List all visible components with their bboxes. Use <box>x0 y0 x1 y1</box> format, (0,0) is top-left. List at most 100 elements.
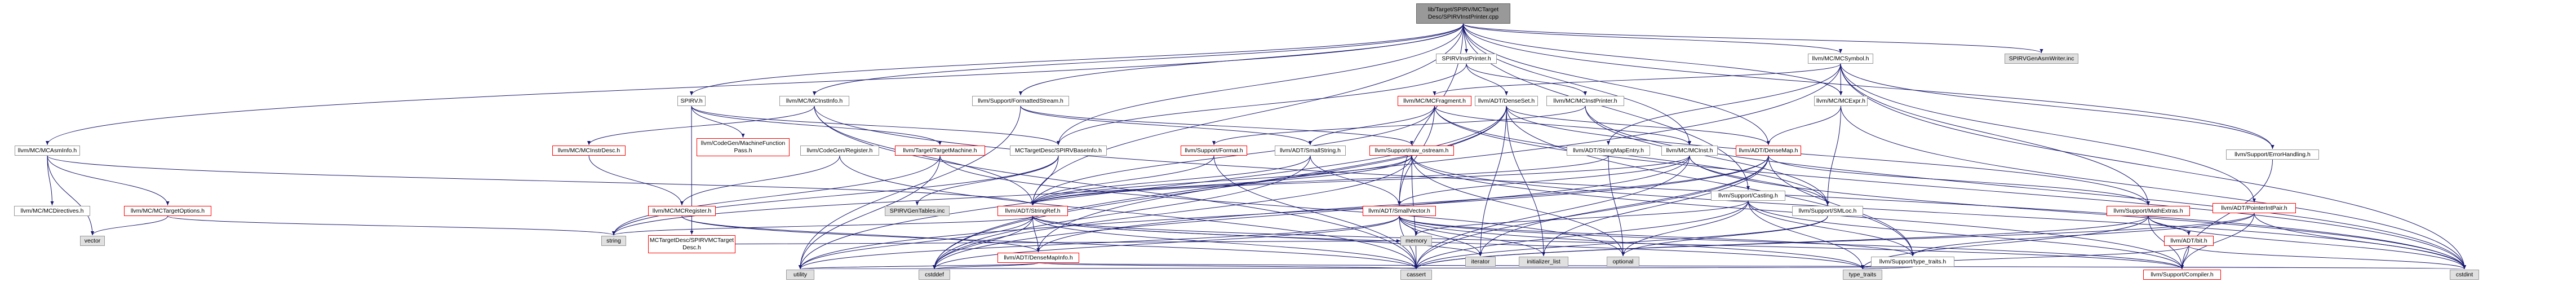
edge-root-to-casting-h <box>1463 23 1750 191</box>
node-denseset-h[interactable]: llvm/ADT/DenseSet.h <box>1475 96 1538 106</box>
edge-raw-ostream-h-to-cstdint <box>1411 155 2466 270</box>
node-format-h[interactable]: llvm/Support/Format.h <box>1181 146 1247 156</box>
node-mcsymbol-h[interactable]: llvm/MC/MCSymbol.h <box>1808 54 1873 64</box>
edge-stringmapentry-h-to-optional <box>1608 155 1625 257</box>
edge-mcasminfo-h-to-mcdirectives-h <box>47 155 54 206</box>
node-cassert[interactable]: cassert <box>1400 270 1432 280</box>
node-mcdirectives-h[interactable]: llvm/MC/MCDirectives.h <box>14 206 90 216</box>
edge-mcinstprinter-h-to-cstdint <box>1585 105 2466 270</box>
edge-mathextras-h-to-bit-h <box>2148 215 2191 236</box>
edge-densemapinfo-h-to-utility <box>799 262 1039 270</box>
node-codegenpass-h[interactable]: llvm/CodeGen/MachineFunction Pass.h <box>697 138 790 156</box>
edge-mcinstinfo-h-to-stringref-h <box>814 105 1035 206</box>
node-mathextras-h[interactable]: llvm/Support/MathExtras.h <box>2107 206 2190 216</box>
node-raw-ostream-h[interactable]: llvm/Support/raw_ostream.h <box>1369 146 1454 156</box>
node-cstdint[interactable]: cstdint <box>2450 270 2479 280</box>
edge-mcsymbol-h-to-stringmapentry-h <box>1607 63 1841 146</box>
edge-denseset-h-to-typetraits-h <box>1506 105 1914 257</box>
node-asmwriter-inc[interactable]: SPIRVGenAsmWriter.inc <box>2005 54 2078 64</box>
edge-fmtstream-h-to-utility <box>799 105 1021 270</box>
node-smallstring-h[interactable]: llvm/ADT/SmallString.h <box>1275 146 1346 156</box>
edge-densemap-h-to-initializer-list <box>1542 155 1769 257</box>
node-fmtstream-h[interactable]: llvm/Support/FormattedStream.h <box>972 96 1069 106</box>
edge-mcexpr-h-to-smloc-h <box>1826 105 1841 206</box>
node-instprinter-h[interactable]: SPIRVInstPrinter.h <box>1436 54 1497 64</box>
edge-denseset-h-to-initializer-list <box>1506 105 1545 257</box>
node-pointerintpair-h[interactable]: llvm/ADT/PointerIntPair.h <box>2213 203 2296 213</box>
node-string[interactable]: string <box>601 236 626 246</box>
edge-bit-h-to-cstdint <box>2188 245 2466 270</box>
node-mcinstrdesc-h[interactable]: llvm/MC/MCInstrDesc.h <box>552 146 626 156</box>
node-densemap-h[interactable]: llvm/ADT/DenseMap.h <box>1736 146 1801 156</box>
node-root[interactable]: lib/Target/SPIRV/MCTarget Desc/SPIRVInst… <box>1416 3 1510 24</box>
edge-codegenregister-h-to-mcregister-h <box>680 155 840 206</box>
node-memory[interactable]: memory <box>1400 236 1432 246</box>
edge-densemapinfo-h-to-cassert <box>1038 262 1418 270</box>
edge-basemcinfo-h-to-gentables-inc <box>915 155 1059 206</box>
edge-mcsymbol-h-to-cstddef <box>933 63 1841 270</box>
node-iterator[interactable]: iterator <box>1465 257 1496 267</box>
node-utility[interactable]: utility <box>786 270 814 280</box>
node-gentables-inc[interactable]: SPIRVGenTables.inc <box>885 206 950 216</box>
node-mcinstprinter-h[interactable]: llvm/MC/MCInstPrinter.h <box>1546 96 1624 106</box>
edge-mcexpr-h-to-densemap-h <box>1767 105 1841 146</box>
node-bit-h[interactable]: llvm/ADT/bit.h <box>2164 236 2214 246</box>
node-smloc-h[interactable]: llvm/Support/SMLoc.h <box>1792 206 1863 216</box>
edge-typetraits-h-to-utility <box>800 265 1913 270</box>
edge-denseset-h-to-densemapinfo-h <box>1036 105 1507 253</box>
node-stringref-h[interactable]: llvm/ADT/StringRef.h <box>997 206 1068 216</box>
node-cstddef[interactable]: cstddef <box>919 270 950 280</box>
edge-mcinst-h-to-smallvector-h <box>1398 155 1690 206</box>
node-mcregister-h[interactable]: llvm/MC/MCRegister.h <box>648 206 716 216</box>
edge-stringref-h-to-densemapinfo-h <box>1032 215 1040 253</box>
edge-raw-ostream-h-to-string <box>612 155 1412 236</box>
node-errorhandling-h[interactable]: llvm/Support/ErrorHandling.h <box>2226 149 2319 160</box>
node-compiler-h[interactable]: llvm/Support/Compiler.h <box>2143 270 2221 280</box>
node-mctargetoptions-h[interactable]: llvm/MC/MCTargetOptions.h <box>124 206 211 216</box>
node-initializer-list[interactable]: initializer_list <box>1519 257 1568 267</box>
node-typetraits-h[interactable]: llvm/Support/type_traits.h <box>1871 257 1954 267</box>
edge-mctargetoptions-h-to-vector <box>91 215 168 236</box>
edge-denseset-h-to-densemap-h <box>1506 105 1770 146</box>
edge-errorhandling-h-to-compiler-h <box>2180 159 2273 270</box>
edge-mcfragment-h-to-smallstring-h <box>1309 105 1435 146</box>
edge-spirv-h-to-codegenpass-h <box>691 105 745 138</box>
edge-mcinst-h-to-stringref-h <box>1031 155 1690 206</box>
node-codegenregister-h[interactable]: llvm/CodeGen/Register.h <box>800 146 879 156</box>
edge-densemap-h-to-iterator <box>1479 155 1769 257</box>
node-mcasminfo-h[interactable]: llvm/MC/MCAsmInfo.h <box>15 146 80 156</box>
edge-pointerintpair-h-to-typetraits-h <box>1911 213 2255 257</box>
edge-root-to-mcsymbol-h <box>1463 23 1842 54</box>
node-casting-h[interactable]: llvm/Support/Casting.h <box>1711 191 1785 201</box>
node-type-traits[interactable]: type_traits <box>1843 270 1882 280</box>
node-basemcinfo-h[interactable]: MCTargetDesc/SPIRVBaseInfo.h <box>1010 146 1107 156</box>
edge-root-to-smallvector-h <box>1398 23 1464 206</box>
node-densemapinfo-h[interactable]: llvm/ADT/DenseMapInfo.h <box>997 253 1079 263</box>
edge-root-to-basemcinfo-h <box>1057 23 1464 146</box>
node-targetmachine-h[interactable]: llvm/Target/TargetMachine.h <box>895 146 985 156</box>
edge-mcinstrdesc-h-to-mcregister-h <box>588 155 684 206</box>
edge-root-to-instprinter-h <box>1463 23 1468 54</box>
edge-fmtstream-h-to-raw-ostream-h <box>1020 105 1413 146</box>
node-mcinstinfo-h[interactable]: llvm/MC/MCInstInfo.h <box>779 96 849 106</box>
node-mcinst-h[interactable]: llvm/MC/MCInst.h <box>1661 146 1718 156</box>
edge-densemapinfo-h-to-cstdint <box>1038 262 2465 270</box>
edge-stringref-h-to-type-traits <box>1032 215 1864 270</box>
edge-smallstring-h-to-stringref-h <box>1031 155 1311 206</box>
edge-root-to-stringref-h <box>1031 23 1464 206</box>
node-smallvector-h[interactable]: llvm/ADT/SmallVector.h <box>1363 206 1436 216</box>
node-spirv-h[interactable]: SPIRV.h <box>677 96 706 106</box>
node-mcexpr-h[interactable]: llvm/MC/MCExpr.h <box>1814 96 1868 106</box>
node-stringmapentry-h[interactable]: llvm/ADT/StringMapEntry.h <box>1567 146 1650 156</box>
node-optional[interactable]: optional <box>1607 257 1639 267</box>
edge-casting-h-to-memory <box>1415 200 1749 236</box>
edge-stringref-h-to-cassert <box>1032 215 1418 270</box>
edge-stringmapentry-h-to-stringref-h <box>1031 155 1609 206</box>
node-spirvmctargetdesc-h[interactable]: MCTargetDesc/SPIRVMCTarget Desc.h <box>648 235 735 253</box>
edge-mcinstprinter-h-to-format-h <box>1212 105 1586 146</box>
node-mcfragment-h[interactable]: llvm/MC/MCFragment.h <box>1398 96 1471 106</box>
edge-spirvmctargetdesc-h-to-memory <box>691 239 1401 245</box>
node-vector[interactable]: vector <box>80 236 105 246</box>
edge-stringref-h-to-string <box>612 215 1033 236</box>
